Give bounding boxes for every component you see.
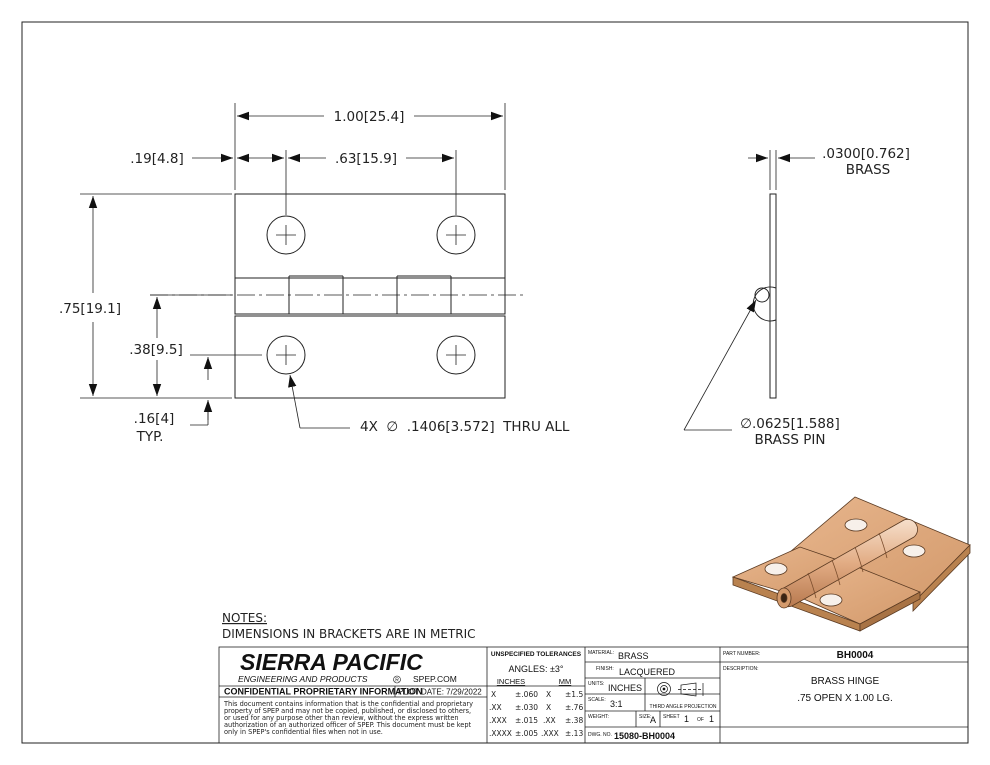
tolerance-inch-value: ±.030 <box>515 703 538 712</box>
part-number-label: PART NUMBER: <box>723 651 760 657</box>
notes-title: NOTES: <box>222 611 267 625</box>
hinge-side-view <box>683 150 815 431</box>
tolerance-mm-precision: .XXX <box>541 729 559 738</box>
description-line-2: .75 OPEN X 1.00 LG. <box>797 693 893 704</box>
material-label: MATERIAL: <box>588 650 614 656</box>
notes: NOTES: DIMENSIONS IN BRACKETS ARE IN MET… <box>222 611 476 641</box>
tolerance-mm-precision: X <box>546 690 551 699</box>
sheet-value: 1 <box>684 714 689 724</box>
units-label: UNITS: <box>588 681 604 687</box>
front-dimension-text: 1.00[25.4] .19[4.8] .63[15.9] .75[19.1] … <box>59 109 570 445</box>
company-website: SPEP.COM <box>413 674 457 684</box>
scale-value: 3:1 <box>610 699 623 709</box>
dim-overall-width: 1.00[25.4] <box>334 109 405 125</box>
weight-label: WEIGHT: <box>588 714 609 720</box>
tolerance-mm-value: ±.13 <box>565 729 583 738</box>
registered-letter: R <box>395 678 399 684</box>
dim-overall-height: .75[19.1] <box>59 301 121 317</box>
disclaimer-line: property of SPEP and may not be copied, … <box>224 707 471 715</box>
hinge-isometric-view <box>731 496 971 632</box>
disclaimer-line: only in SPEP's confidential files when n… <box>224 728 383 736</box>
title-block: SIERRA PACIFIC ENGINEERING AND PRODUCTS … <box>218 646 969 744</box>
tolerance-inches-header: INCHES <box>497 677 525 686</box>
plot-date: PLOT DATE: 7/29/2022 <box>398 688 482 697</box>
tolerance-inch-precision: X <box>491 690 496 699</box>
size-label: SIZE: <box>639 714 652 720</box>
material-value: BRASS <box>618 651 649 661</box>
finish-value: LACQUERED <box>619 667 676 677</box>
front-dimension-lines <box>80 103 506 429</box>
dim-pin-label: BRASS PIN <box>755 432 826 448</box>
tolerance-mm-value: ±.38 <box>565 716 583 725</box>
disclaimer-line: This document contains information that … <box>223 700 473 708</box>
tolerance-mm-precision: .XX <box>543 716 556 725</box>
sheet-border <box>21 21 969 744</box>
scale-label: SCALE: <box>588 697 606 703</box>
tolerance-inch-value: ±.005 <box>515 729 538 738</box>
hinge-front-view <box>150 193 525 399</box>
dim-thickness: .0300[0.762] <box>822 146 910 162</box>
tolerance-mm-header: MM <box>559 677 572 686</box>
hole-callout: 4X ∅ .1406[3.572] THRU ALL <box>360 419 570 435</box>
description-label: DESCRIPTION: <box>723 666 759 672</box>
registered-mark <box>393 675 401 684</box>
dwg-no-value: 15080-BH0004 <box>614 731 675 741</box>
finish-label: FINISH: <box>596 666 614 672</box>
third-angle-projection-icon <box>657 682 704 697</box>
of-label: OF <box>697 717 704 723</box>
side-dimension-text: .0300[0.762] BRASS ∅.0625[1.588] BRASS P… <box>740 146 910 448</box>
notes-text: DIMENSIONS IN BRACKETS ARE IN METRIC <box>222 627 476 641</box>
description-line-1: BRASS HINGE <box>811 676 880 687</box>
tolerance-inch-precision: .XXXX <box>489 729 512 738</box>
confidential-label: CONFIDENTIAL PROPRIETARY INFORMATION <box>224 687 423 697</box>
tolerances-title: UNSPECIFIED TOLERANCES <box>491 651 582 658</box>
tolerance-angles: ANGLES: ±3° <box>508 664 563 674</box>
part-number-value: BH0004 <box>837 650 874 661</box>
tolerance-mm-precision: X <box>546 703 551 712</box>
units-value: INCHES <box>608 683 642 693</box>
company-subtitle: ENGINEERING AND PRODUCTS <box>238 674 368 684</box>
dim-hole-spacing: .63[15.9] <box>335 151 397 167</box>
tolerance-mm-value: ±1.5 <box>565 690 583 699</box>
tolerance-inch-value: ±.060 <box>515 690 538 699</box>
dim-pin: ∅.0625[1.588] <box>740 416 840 432</box>
dim-thickness-material: BRASS <box>846 162 890 178</box>
dim-typ-label: TYP. <box>136 429 164 445</box>
sheet-label: SHEET <box>663 714 680 720</box>
disclaimer-line: authorization of an authorized officer o… <box>224 721 472 729</box>
tolerance-mm-value: ±.76 <box>565 703 583 712</box>
dim-pivot-height: .38[9.5] <box>129 342 183 358</box>
tolerance-inch-value: ±.015 <box>515 716 538 725</box>
tolerance-inch-precision: .XXX <box>489 716 507 725</box>
dim-hole-from-bottom: .16[4] <box>134 411 175 427</box>
size-value: A <box>650 715 656 725</box>
dim-edge-to-hole: .19[4.8] <box>130 151 184 167</box>
company-name: SIERRA PACIFIC <box>240 649 423 675</box>
sheet-total: 1 <box>709 714 714 724</box>
projection-label: THIRD ANGLE PROJECTION <box>650 704 717 710</box>
dwg-no-label: DWG. NO. <box>588 732 612 738</box>
tolerance-inch-precision: .XX <box>489 703 502 712</box>
disclaimer-line: or used for any purpose other than revie… <box>224 714 459 722</box>
